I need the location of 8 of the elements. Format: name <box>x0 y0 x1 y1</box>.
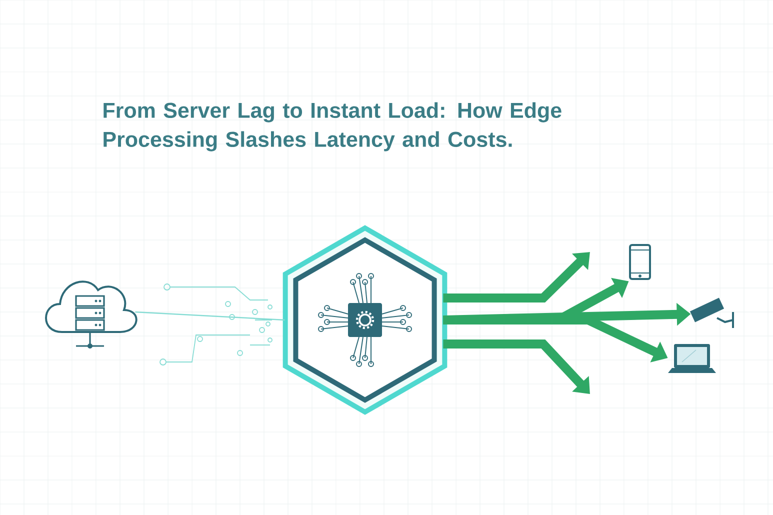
cloud-server-icon <box>45 280 138 348</box>
security-camera-icon <box>690 298 734 329</box>
smartphone-icon <box>629 244 651 280</box>
arrow <box>443 340 590 394</box>
laptop-icon <box>668 344 716 373</box>
title: From Server Lag to Instant Load: How Edge Processing Slashes Latency and Costs. <box>104 102 562 152</box>
connector-line <box>135 311 285 321</box>
arrow <box>443 252 590 302</box>
